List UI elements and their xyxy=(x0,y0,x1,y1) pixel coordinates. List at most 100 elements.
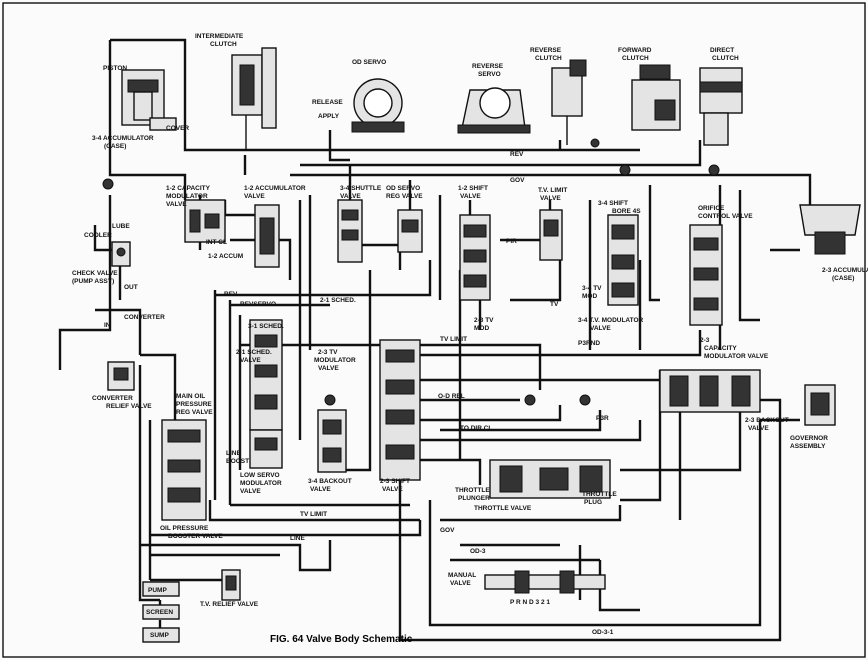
check-balls xyxy=(102,138,720,406)
label-release: RELEASE xyxy=(312,99,343,106)
direct-clutch xyxy=(699,67,743,146)
label-gov-bottom: GOV xyxy=(440,527,455,534)
piston-accumulator-34 xyxy=(121,69,177,131)
label-prnd: P R N D 3 2 1 xyxy=(510,599,550,606)
label-rev-mid: REV xyxy=(224,291,238,298)
label-p3rnd: P3RND xyxy=(578,340,600,347)
label-od-3-1: OD-3-1 xyxy=(592,629,614,636)
valve-sched-21 xyxy=(249,319,283,431)
label-tv-limit-bottom: TV LIMIT xyxy=(300,511,327,518)
valve-shift-34 xyxy=(607,214,639,306)
label-screen: SCREEN xyxy=(146,609,173,616)
label-check-valve: CHECK VALVE(PUMP ASSY) xyxy=(72,270,118,285)
valve-capacity-mod-23 xyxy=(659,369,761,413)
label-sched-31: 3-1 SCHED. xyxy=(248,323,284,330)
label-accum-12: 1-2 ACCUM xyxy=(208,253,243,260)
label-pir: PIR xyxy=(506,238,517,245)
valve-main-oil xyxy=(161,419,207,521)
label-piston: PISTON xyxy=(103,65,127,72)
throttle-assembly xyxy=(489,459,611,499)
label-accumulator-34: 3-4 ACCUMULATOR(CASE) xyxy=(92,135,154,150)
label-tv: TV xyxy=(550,301,559,308)
label-cooler: COOLER xyxy=(84,232,112,239)
label-od-rel: O-D REL xyxy=(438,393,465,400)
label-revservo: REVSERVO xyxy=(240,301,276,308)
pump-screen-sump xyxy=(142,581,180,643)
label-lube: LUBE xyxy=(112,223,130,230)
label-line: LINE xyxy=(290,535,305,542)
label-gov-top: GOV xyxy=(510,177,525,184)
label-od-servo: OD SERVO xyxy=(352,59,386,66)
valve-tv-mod-23 xyxy=(379,339,421,481)
intermediate-clutch xyxy=(231,47,277,150)
label-pump: PUMP xyxy=(148,587,167,594)
label-int-cl: INT CL xyxy=(206,239,227,246)
label-cover: COVER xyxy=(166,125,189,132)
valve-capacity-mod-13 xyxy=(184,199,226,243)
forward-clutch xyxy=(631,64,681,131)
reverse-clutch xyxy=(551,59,587,145)
valve-accum-12 xyxy=(254,204,280,268)
hydraulic-lines xyxy=(58,38,812,642)
check-valve-cooler xyxy=(111,241,131,267)
valve-low-servo xyxy=(249,429,283,469)
label-p3r: P3R xyxy=(596,415,609,422)
label-to-dir-cl: TO DIR CL xyxy=(460,425,492,432)
label-apply: APPLY xyxy=(318,113,340,120)
valve-orifice-control xyxy=(689,224,723,326)
accumulator-23 xyxy=(799,204,861,255)
valve-od-servo-reg xyxy=(397,209,423,253)
label-sched-valve-21: 2-1 SCHED.VALVE xyxy=(236,349,272,364)
converter-relief xyxy=(107,361,135,391)
valve-shift-12 xyxy=(459,214,491,301)
manual-valve xyxy=(484,570,606,594)
reverse-servo xyxy=(457,87,531,134)
governor-assembly xyxy=(804,384,836,426)
label-tv-limit-line: TV LIMIT xyxy=(440,336,467,343)
label-od-3: OD-3 xyxy=(470,548,486,555)
label-throttle-valve: THROTTLE VALVE xyxy=(474,505,532,512)
valve-tv-limit xyxy=(539,209,563,261)
tv-relief-valve xyxy=(221,569,241,601)
valve-backout-34 xyxy=(317,409,347,473)
label-tv-relief: T.V. RELIEF VALVE xyxy=(200,601,259,608)
label-sched-21: 2-1 SCHED. xyxy=(320,297,356,304)
label-in: IN xyxy=(104,322,111,329)
label-out: OUT xyxy=(124,284,138,291)
label-sump: SUMP xyxy=(150,632,169,639)
od-servo xyxy=(351,78,405,133)
label-accum-23: 2-3 ACCUMULATOR(CASE) xyxy=(822,267,868,282)
figure-caption: FIG. 64 Valve Body Schematic xyxy=(270,634,413,645)
